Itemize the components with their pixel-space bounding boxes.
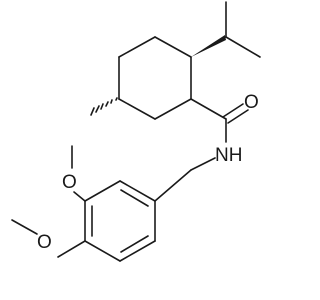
isopropyl-group — [191, 1, 261, 58]
bond — [225, 36, 261, 58]
chemical-structure-diagram: O NH O O — [11, 1, 261, 262]
bond — [118, 98, 156, 120]
bond — [90, 107, 95, 116]
bond — [154, 98, 192, 120]
bond — [84, 240, 121, 262]
bond — [119, 180, 156, 202]
bond — [57, 240, 86, 258]
bond — [84, 180, 121, 202]
ethyl-linker — [154, 157, 216, 202]
wedge-bond — [191, 35, 226, 57]
methoxy-oxygen-upper-label: O — [62, 172, 77, 193]
bond — [95, 105, 100, 113]
bond — [115, 97, 118, 101]
methoxy-lower: O — [11, 219, 86, 258]
carbonyl-oxygen-label: O — [244, 92, 259, 113]
bond — [190, 98, 227, 120]
methyl-hash-bond — [90, 97, 118, 116]
bond — [118, 36, 156, 58]
bond — [110, 99, 113, 104]
double-bond-line — [222, 103, 244, 118]
amide-group: O NH — [190, 92, 259, 166]
bond — [73, 191, 86, 202]
bond — [119, 240, 156, 262]
cyclohexane-ring — [118, 36, 192, 120]
bond — [105, 101, 109, 107]
benzene-ring — [84, 180, 156, 262]
double-bond-line — [227, 109, 249, 124]
bond — [154, 36, 192, 58]
aromatic-double-bond — [120, 189, 149, 207]
bond — [190, 157, 216, 171]
aromatic-double-bond — [120, 235, 149, 253]
bond — [11, 219, 38, 235]
methoxy-oxygen-lower-label: O — [37, 232, 52, 253]
methoxy-upper: O — [62, 145, 86, 202]
bond — [100, 103, 104, 110]
bond — [154, 169, 192, 202]
amide-nitrogen-label: NH — [215, 145, 242, 166]
